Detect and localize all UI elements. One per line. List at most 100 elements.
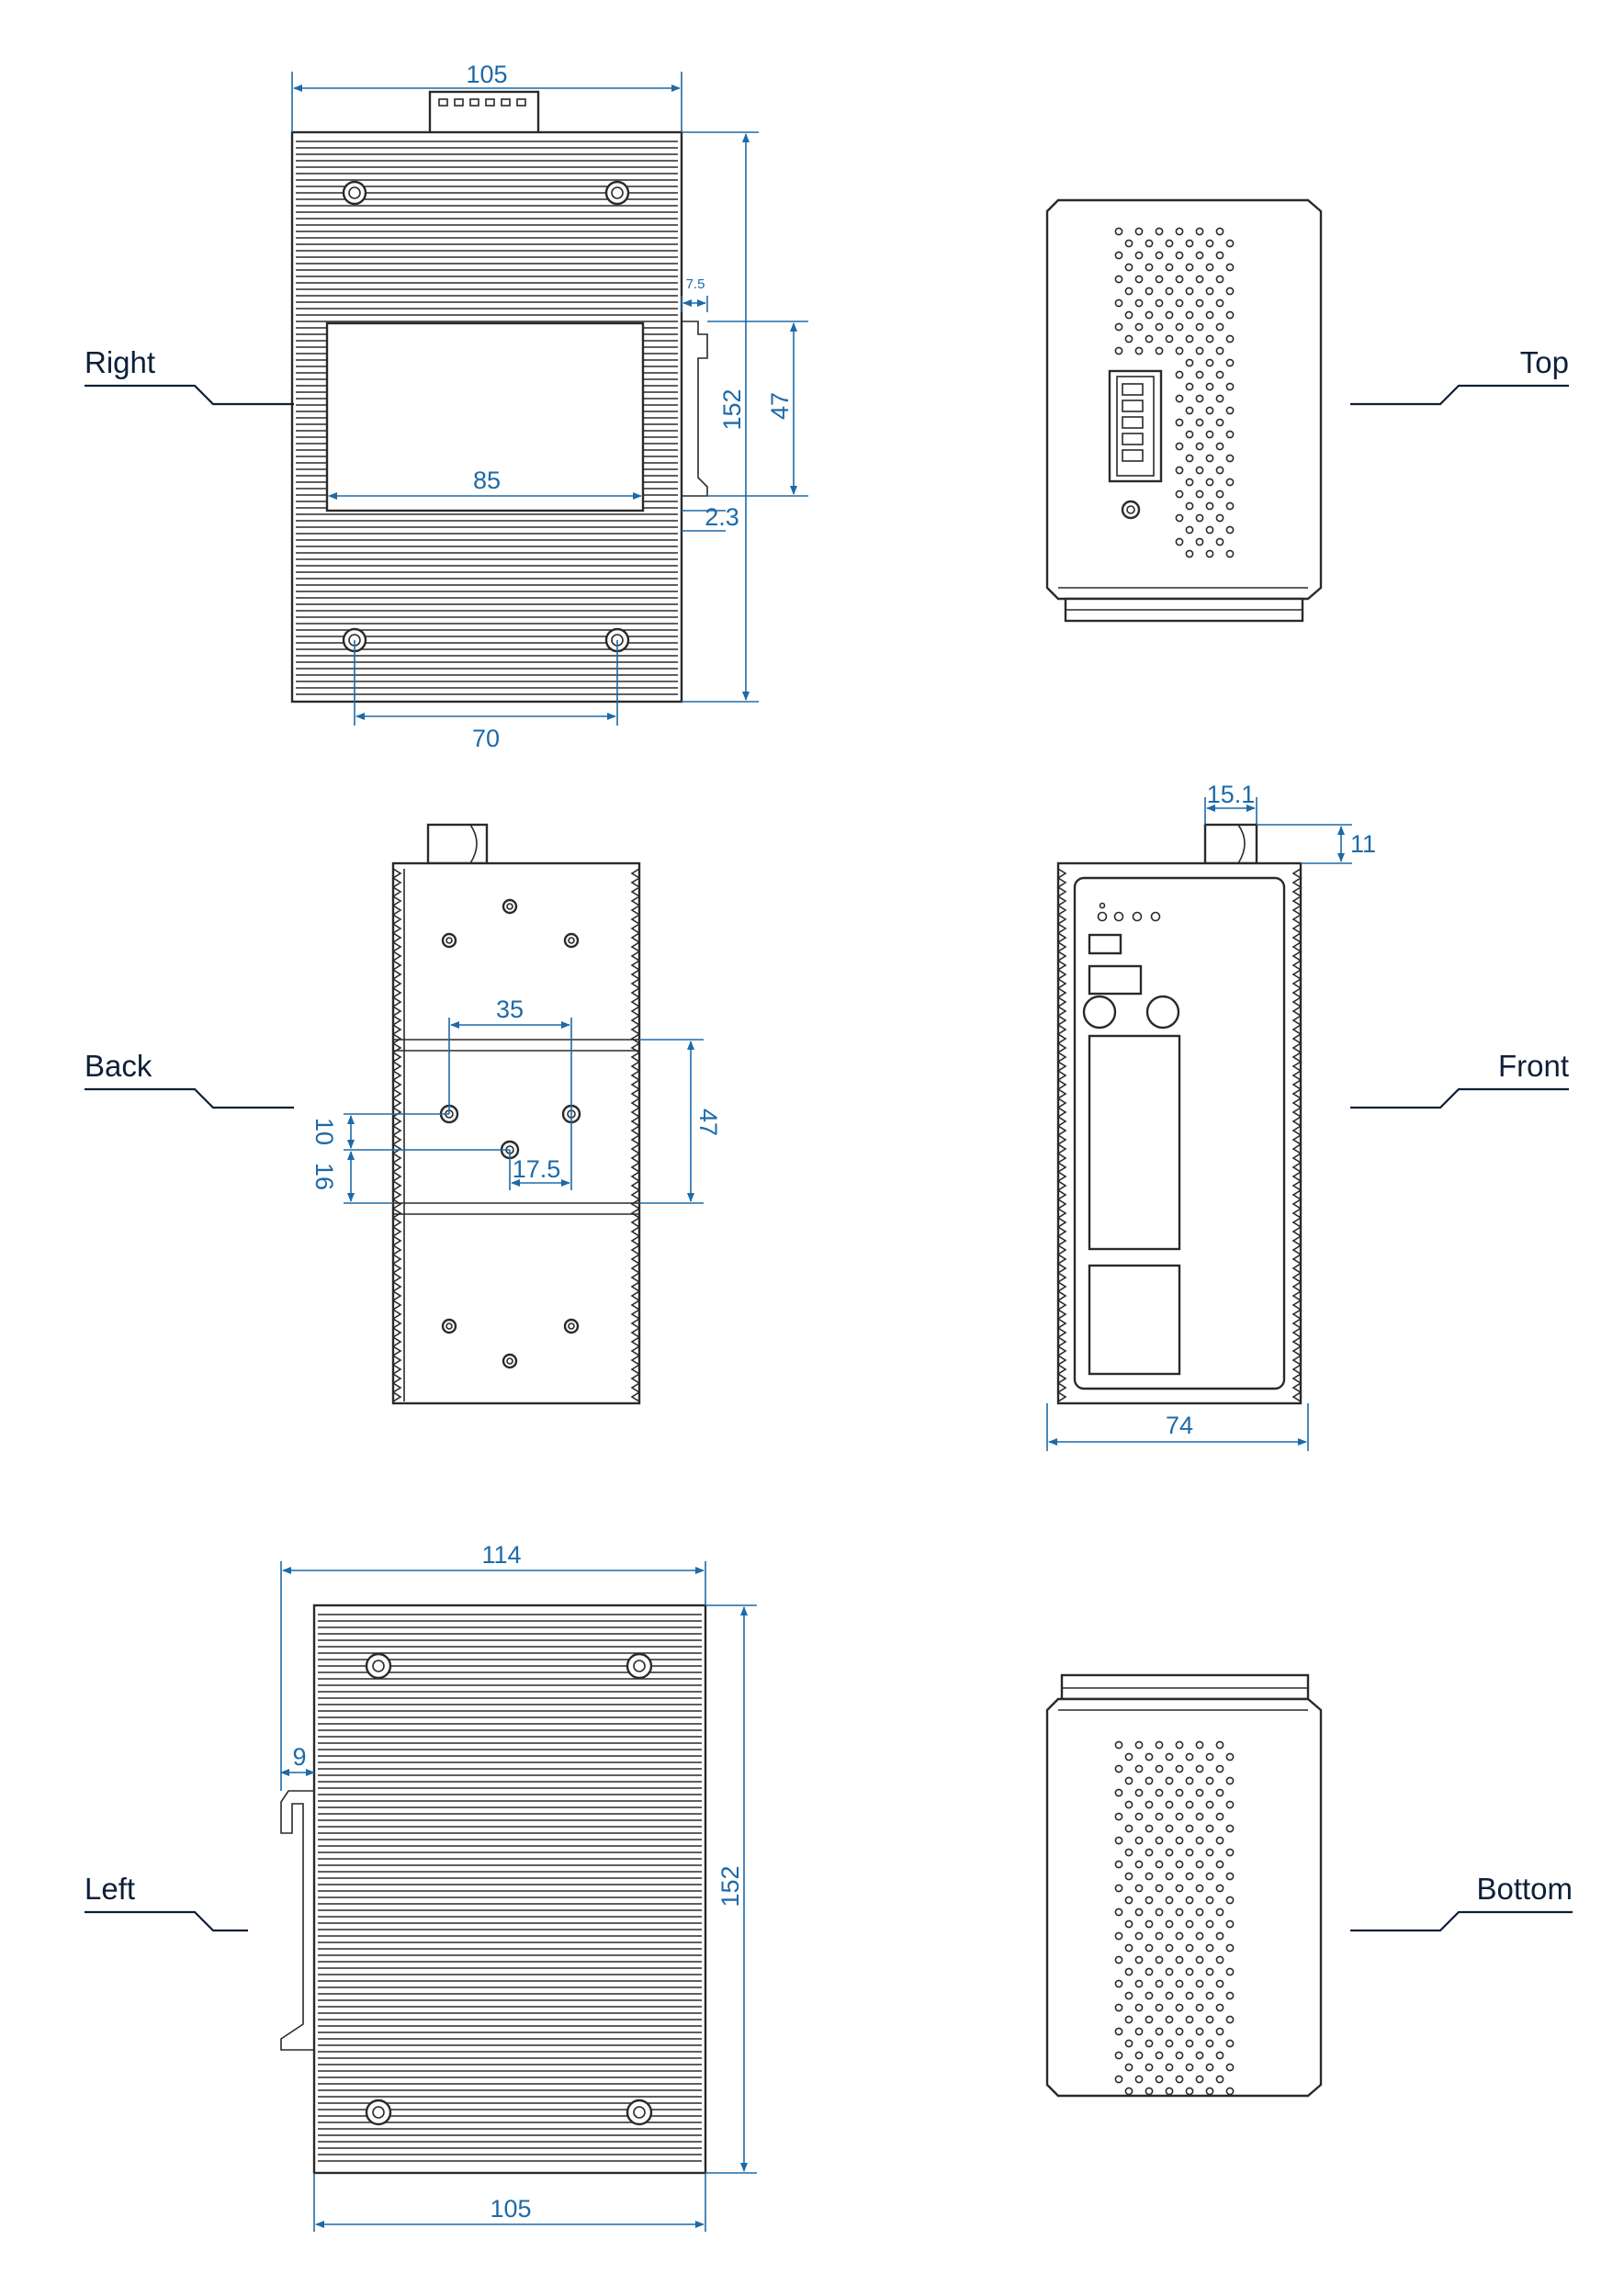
vent-hole xyxy=(1134,1908,1144,1917)
vent-hole xyxy=(1205,2015,1214,2024)
vent-hole xyxy=(1205,2063,1214,2072)
vent-hole xyxy=(1205,525,1214,535)
vent-hole xyxy=(1124,310,1133,320)
vent-hole xyxy=(1165,1943,1174,1953)
vent-hole xyxy=(1155,1884,1164,1893)
vent-hole xyxy=(1225,478,1235,487)
vent-hole xyxy=(1215,537,1224,546)
vent-hole xyxy=(1185,501,1194,511)
top-ground-screw xyxy=(1121,500,1141,520)
left-rail-depth-label: 9 xyxy=(292,1743,306,1771)
vent-hole xyxy=(1165,2015,1174,2024)
vent-hole xyxy=(1134,251,1144,260)
vent-hole xyxy=(1155,2003,1164,2012)
vent-hole xyxy=(1165,2087,1174,2096)
vent-hole xyxy=(1225,1848,1235,1857)
vent-hole xyxy=(1185,2087,1194,2096)
vent-hole xyxy=(1225,382,1235,391)
vent-hole xyxy=(1175,1955,1184,1964)
vent-hole xyxy=(1215,1955,1224,1964)
vent-hole xyxy=(1215,1836,1224,1845)
vent-hole xyxy=(1205,239,1214,248)
vent-hole xyxy=(1185,1991,1194,2000)
vent-hole xyxy=(1124,2087,1133,2096)
vent-hole xyxy=(1155,1740,1164,1750)
vent-hole xyxy=(1215,1788,1224,1797)
vent-hole xyxy=(1165,1776,1174,1785)
vent-hole xyxy=(1225,501,1235,511)
vent-hole xyxy=(1124,1943,1133,1953)
vent-hole xyxy=(1185,1752,1194,1761)
vent-hole xyxy=(1185,1943,1194,1953)
vent-hole xyxy=(1215,490,1224,499)
vent-hole xyxy=(1175,2075,1184,2084)
vent-hole xyxy=(1205,2087,1214,2096)
vent-hole xyxy=(1145,2015,1154,2024)
vent-hole xyxy=(1185,382,1194,391)
vent-hole xyxy=(1145,287,1154,296)
vent-hole xyxy=(1195,1908,1204,1917)
vent-hole xyxy=(1134,346,1144,355)
front-antenna-port-1 xyxy=(1082,995,1117,1030)
right-din-clip xyxy=(682,321,708,497)
vent-hole xyxy=(1114,275,1123,284)
vent-hole xyxy=(1205,287,1214,296)
vent-hole xyxy=(1114,1836,1123,1845)
vent-hole xyxy=(1155,298,1164,308)
vent-hole xyxy=(1155,1836,1164,1845)
vent-hole xyxy=(1195,418,1204,427)
vent-hole xyxy=(1175,275,1184,284)
vent-hole xyxy=(1195,490,1204,499)
vent-hole xyxy=(1165,1919,1174,1929)
vent-hole xyxy=(1215,251,1224,260)
bottom-housing xyxy=(1045,1697,1323,2098)
vent-hole xyxy=(1175,2051,1184,2060)
vent-hole xyxy=(1185,1800,1194,1809)
serration-edge xyxy=(1056,868,1067,1402)
vent-hole xyxy=(1195,1955,1204,1964)
back-rail-height-label: 47 xyxy=(694,1109,722,1136)
vent-hole xyxy=(1225,1800,1235,1809)
view-label-top: Top xyxy=(1520,345,1569,379)
vent-hole xyxy=(1134,1979,1144,1988)
view-label-front: Front xyxy=(1498,1049,1569,1083)
vent-hole xyxy=(1124,1776,1133,1785)
vent-hole xyxy=(1195,275,1204,284)
vent-hole xyxy=(1134,1836,1144,1845)
vent-hole xyxy=(1185,1776,1194,1785)
vent-hole xyxy=(1225,358,1235,367)
vent-hole xyxy=(1185,287,1194,296)
vent-hole xyxy=(1165,1824,1174,1833)
vent-hole xyxy=(1145,1896,1154,1905)
vent-hole xyxy=(1205,1776,1214,1785)
vent-hole xyxy=(1155,322,1164,332)
vent-hole xyxy=(1145,1752,1154,1761)
vent-hole xyxy=(1195,2051,1204,2060)
vent-hole xyxy=(1205,1752,1214,1761)
vent-hole xyxy=(1195,2027,1204,2036)
vent-hole xyxy=(1225,2087,1235,2096)
vent-hole xyxy=(1195,1931,1204,1941)
vent-hole xyxy=(1145,334,1154,343)
vent-hole xyxy=(1124,239,1133,248)
view-label-bottom: Bottom xyxy=(1476,1872,1573,1906)
vent-hole xyxy=(1165,287,1174,296)
vent-hole xyxy=(1225,454,1235,463)
back-view: 35 47 10 16 17.5 Back xyxy=(85,823,722,1405)
vent-hole xyxy=(1134,1860,1144,1869)
vent-hole xyxy=(1165,1752,1174,1761)
vent-hole xyxy=(1225,549,1235,558)
vent-hole xyxy=(1215,1931,1224,1941)
vent-hole xyxy=(1215,1860,1224,1869)
vent-hole xyxy=(1145,1872,1154,1881)
vent-hole xyxy=(1185,454,1194,463)
front-usb-port xyxy=(1088,964,1143,996)
vent-hole xyxy=(1185,1967,1194,1976)
vent-hole xyxy=(1225,239,1235,248)
front-led-indicators xyxy=(1097,902,1161,922)
vent-hole xyxy=(1175,1740,1184,1750)
vent-hole xyxy=(1124,1848,1133,1857)
vent-hole xyxy=(1124,334,1133,343)
vent-hole xyxy=(1145,1919,1154,1929)
vent-hole xyxy=(1145,1967,1154,1976)
